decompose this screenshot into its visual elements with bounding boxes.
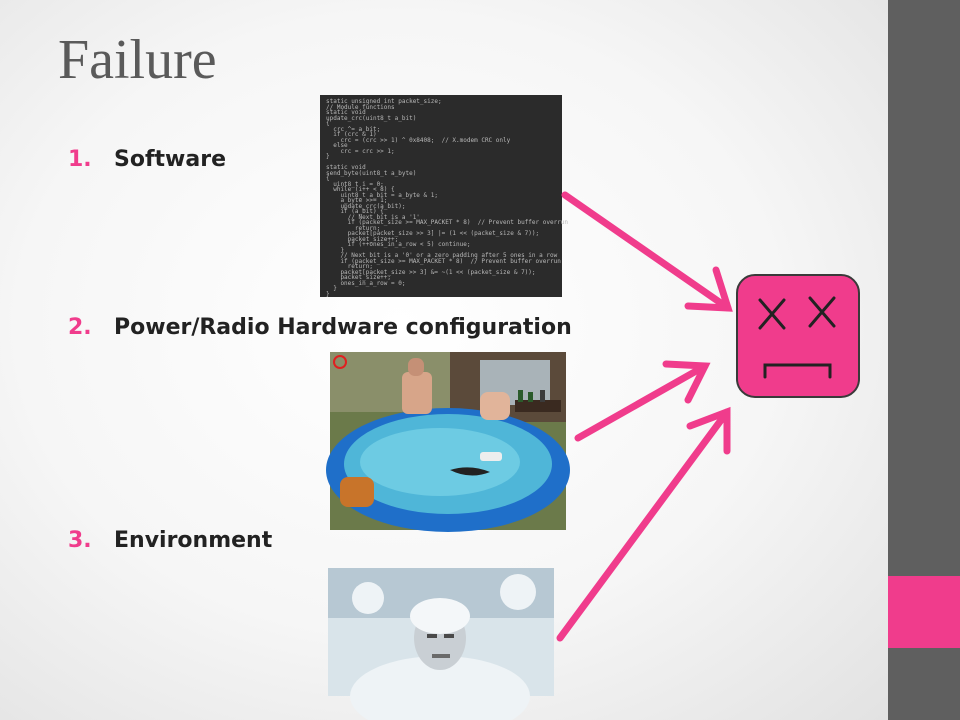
code-line: a_byte >>= 1;: [326, 197, 388, 204]
code-line: crc = (crc >> 1) ^ 0x8408; // X.modem CR…: [326, 136, 511, 144]
code-line: packet_size++;: [326, 235, 399, 243]
code-line: // Next bit is a '0' or a zero padding a…: [326, 252, 558, 259]
code-line: packet_size++;: [326, 274, 392, 281]
code-line: uint8_t a_bit = a_byte & 1;: [326, 191, 438, 199]
pool-photo: [326, 352, 570, 532]
dead-face-icon: [736, 274, 860, 398]
arrow-icon: [556, 406, 731, 642]
code-line: static void: [326, 109, 366, 116]
code-line: {: [326, 120, 330, 127]
code-line: // Next bit is a '1': [326, 213, 420, 221]
code-line: static unsigned int packet_size;: [326, 98, 442, 105]
code-line: // Module functions: [326, 103, 395, 111]
list-item-hardware: 2. Power/Radio Hardware configuration: [68, 315, 572, 340]
code-line: else: [326, 142, 348, 149]
code-line: if (++ones_in_a_row < 5) continue;: [326, 241, 471, 248]
code-line: packet[packet_size >> 3] |= (1 << (packe…: [326, 230, 540, 237]
code-line: return;: [326, 224, 381, 232]
arrow-icon: [574, 360, 711, 442]
code-line: return;: [326, 263, 373, 270]
code-line: while (i++ < 8) {: [326, 186, 395, 193]
list-number: 2.: [68, 315, 92, 340]
code-line: if (crc & 1): [326, 131, 377, 138]
slide-title: Failure: [58, 29, 217, 91]
code-line: uint8_t i = 0;: [326, 180, 384, 188]
list-label: Power/Radio Hardware configuration: [114, 315, 572, 340]
code-line: update_crc(uint8_t a_bit): [326, 114, 417, 122]
frozen-man-photo: [328, 568, 554, 720]
list-item-environment: 3. Environment: [68, 528, 272, 553]
code-line: }: [326, 246, 345, 254]
code-line: ones_in_a_row = 0;: [326, 279, 406, 287]
list-number: 1.: [68, 147, 92, 172]
code-screenshot: static unsigned int packet_size;// Modul…: [320, 95, 568, 298]
code-line: if (packet_size >= MAX_PACKET * 8) // Pr…: [326, 219, 569, 226]
code-line: static void: [326, 164, 366, 171]
arrow-icon: [561, 191, 733, 312]
code-line: packet[packet_size >> 3] &= ~(1 << (pack…: [326, 268, 536, 276]
code-line: }: [326, 285, 337, 292]
list-item-software: 1. Software: [68, 147, 226, 172]
list-label: Software: [114, 147, 226, 172]
code-line: send_byte(uint8_t a_byte): [326, 169, 417, 177]
sidebar-accent-block: [888, 576, 960, 648]
code-line: {: [326, 175, 330, 182]
code-line: crc = crc >> 1;: [326, 147, 395, 155]
list-number: 3.: [68, 528, 92, 553]
code-line: }: [326, 290, 330, 298]
code-line: if (a_bit) {: [326, 208, 384, 215]
code-line: crc ^= a_bit;: [326, 125, 381, 133]
code-line: if (packet_size >= MAX_PACKET * 8) // Pr…: [326, 257, 561, 265]
code-line: update_crc(a_bit);: [326, 202, 406, 210]
code-line: }: [326, 153, 330, 160]
list-label: Environment: [114, 528, 273, 553]
